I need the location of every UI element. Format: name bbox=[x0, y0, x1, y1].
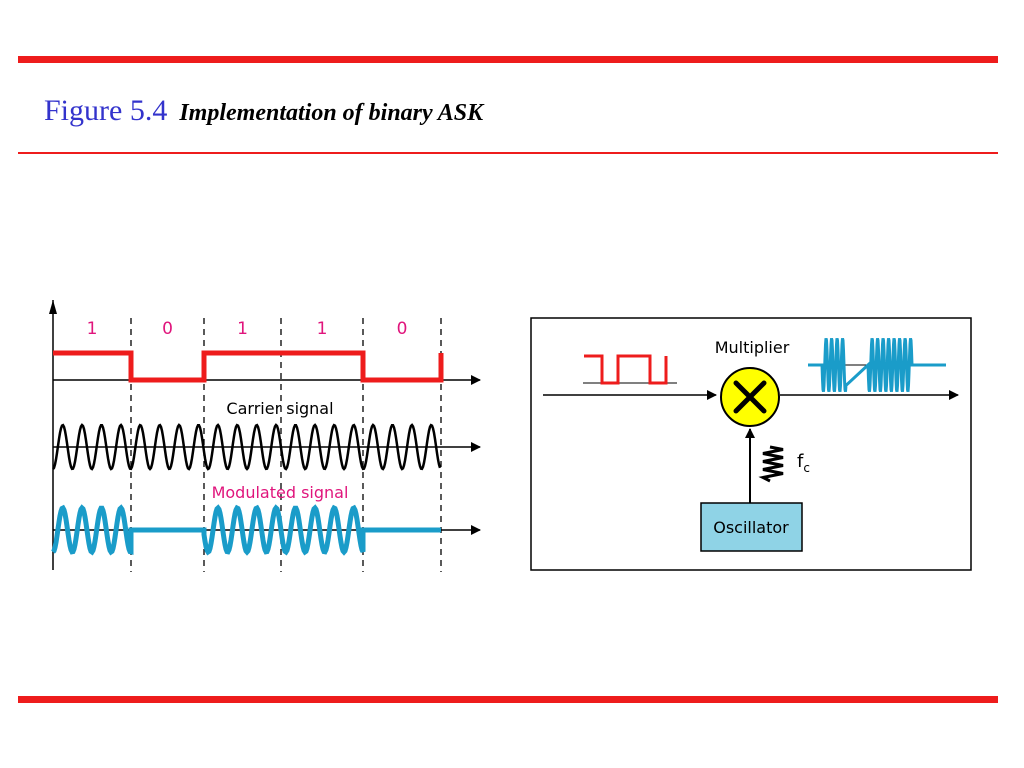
modulated-signal bbox=[51, 504, 441, 556]
figure-number: Figure 5.4 bbox=[44, 94, 168, 127]
bit-label: 0 bbox=[162, 319, 173, 339]
carrier-signal-label: Carrier signal bbox=[226, 399, 333, 418]
oscillator-block bbox=[700, 502, 803, 552]
carrier-signal bbox=[52, 423, 442, 471]
top-accent-rule bbox=[18, 56, 998, 63]
multiplier-label: Multiplier bbox=[715, 338, 790, 357]
timing-diagram: 1 0 1 1 0 Carrier signal Modulated signal bbox=[49, 300, 481, 572]
bottom-accent-rule bbox=[18, 696, 998, 703]
figure-caption: Implementation of binary ASK bbox=[179, 100, 484, 126]
oscillator-label: Oscillator bbox=[713, 518, 789, 537]
input-pulse-train bbox=[584, 354, 668, 385]
carrier-frequency-label: fc bbox=[797, 451, 810, 475]
vertical-axis-arrowhead bbox=[49, 300, 57, 314]
block-diagram: Multiplier fc Oscillator bbox=[530, 317, 972, 571]
bit-label: 1 bbox=[237, 319, 248, 339]
bit-dividers bbox=[130, 318, 442, 572]
bit-labels: 1 0 1 1 0 bbox=[87, 319, 408, 339]
digital-signal bbox=[53, 350, 444, 383]
slide-title: Figure 5.4 Implementation of binary ASK bbox=[44, 94, 483, 128]
title-underline-rule bbox=[18, 152, 998, 154]
bit-label: 1 bbox=[87, 319, 98, 339]
carrier-coil-icon bbox=[758, 445, 784, 483]
modulated-signal-label: Modulated signal bbox=[212, 483, 349, 502]
bit-label: 0 bbox=[397, 319, 408, 339]
bit-label: 1 bbox=[317, 319, 328, 339]
output-ask-signal bbox=[808, 337, 946, 393]
multiply-icon bbox=[733, 380, 767, 414]
